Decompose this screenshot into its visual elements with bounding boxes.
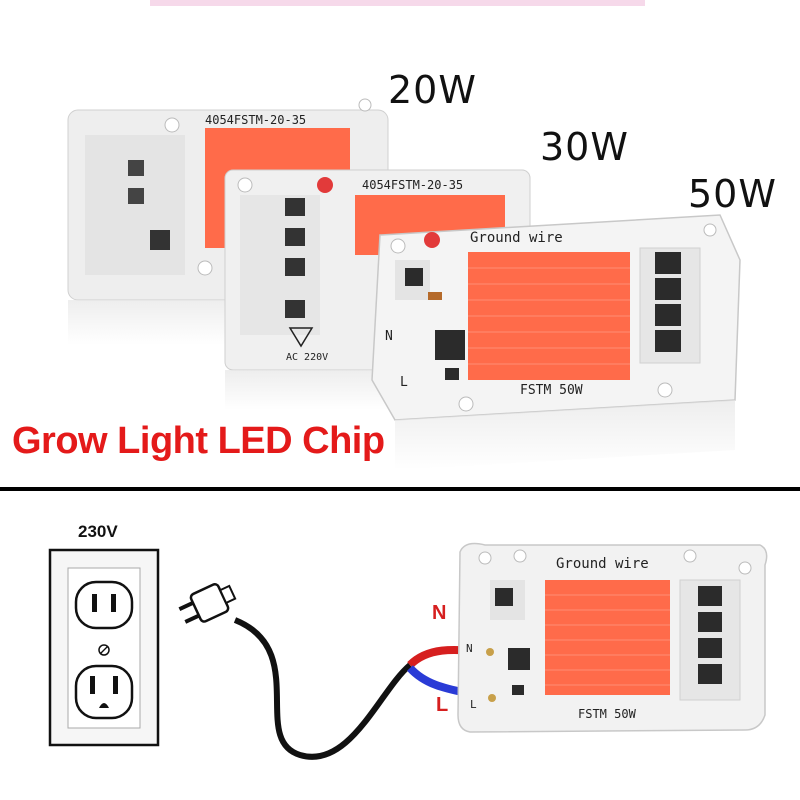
mount-hole <box>458 396 474 412</box>
diagram-chip-ground-text: Ground wire <box>556 556 649 572</box>
mount-hole <box>237 177 253 193</box>
wall-outlet <box>48 548 160 747</box>
ic-chip <box>655 278 681 300</box>
chip-30w-text: 4054FSTM-20-35 <box>362 178 463 192</box>
mount-hole <box>358 98 372 112</box>
wire-label-n: N <box>432 602 447 624</box>
socket-slot <box>113 676 118 694</box>
ic-chip <box>285 258 305 276</box>
chip-50w-ground-text: Ground wire <box>470 230 563 246</box>
wire-label-l: L <box>436 694 449 716</box>
solder-pad <box>486 648 494 656</box>
solder-pad <box>488 694 496 702</box>
wiring-diagram: Ground wire N L FSTM 50W <box>48 542 768 760</box>
ic-chip <box>445 368 459 380</box>
ic-chip <box>655 252 681 274</box>
driver-area <box>240 195 320 335</box>
mount-hole <box>657 382 673 398</box>
headline: Grow Light LED Chip <box>12 420 385 462</box>
ic-chip <box>150 230 170 250</box>
diagram-chip: Ground wire N L FSTM 50W <box>457 542 768 733</box>
ic-chip <box>655 330 681 352</box>
power-label-50w: 50W <box>688 172 777 216</box>
mount-hole <box>738 561 752 575</box>
led-grid <box>468 267 630 365</box>
mount-hole <box>164 117 180 133</box>
led-grid <box>545 594 670 686</box>
ic-chip <box>698 664 722 684</box>
mount-hole <box>513 549 527 563</box>
socket-slot <box>111 594 116 612</box>
mount-hole <box>197 260 213 276</box>
ic-chip <box>128 188 144 204</box>
led-emitter <box>545 580 670 695</box>
diagram-chip-pin-n: N <box>466 642 473 655</box>
ic-chip <box>698 586 722 606</box>
chip-50w-model-text: FSTM 50W <box>520 383 583 398</box>
chip-50w-pin-n: N <box>385 329 393 344</box>
mount-hole <box>478 551 492 565</box>
warning-icon <box>288 327 314 348</box>
diagram-chip-model-text: FSTM 50W <box>578 707 637 721</box>
ic-chip <box>512 685 524 695</box>
chip-50w-reflection <box>395 400 735 470</box>
power-label-30w: 30W <box>540 125 629 169</box>
power-label-20w: 20W <box>388 68 477 112</box>
chip-stack-photo: 4054FSTM-20-35 4054FSTM-20-35 AC 220V Gr… <box>67 98 741 470</box>
power-plug <box>178 583 237 624</box>
ic-chip <box>128 160 144 176</box>
status-dot <box>424 232 440 248</box>
chip-30w-voltage: AC 220V <box>286 352 328 363</box>
status-dot <box>317 177 333 193</box>
top-accent-bar <box>150 0 645 6</box>
ic-chip <box>285 198 305 216</box>
power-cable <box>233 617 412 760</box>
resistor <box>428 292 442 300</box>
socket-bottom <box>74 664 134 720</box>
chip-20w-text: 4054FSTM-20-35 <box>205 113 306 127</box>
ic-chip <box>435 330 465 360</box>
ic-chip <box>698 638 722 658</box>
diagram-chip-pin-l: L <box>470 698 477 711</box>
driver-area <box>85 135 185 275</box>
ic-chip <box>285 228 305 246</box>
socket-top <box>74 580 134 630</box>
ic-chip <box>508 648 530 670</box>
voltage-label: 230V <box>78 522 118 541</box>
mount-hole <box>390 238 406 254</box>
ic-chip <box>698 612 722 632</box>
mount-hole <box>703 223 717 237</box>
ic-chip <box>405 268 423 286</box>
ic-chip <box>285 300 305 318</box>
section-divider <box>0 487 800 491</box>
chip-50w: Ground wire N L FSTM 50W <box>371 214 741 470</box>
chip-50w-pin-l: L <box>400 375 408 390</box>
ground-slot <box>99 703 109 708</box>
socket-slot <box>90 676 95 694</box>
mount-hole <box>683 549 697 563</box>
socket-slot <box>92 594 97 612</box>
ic-chip <box>495 588 513 606</box>
ic-chip <box>655 304 681 326</box>
